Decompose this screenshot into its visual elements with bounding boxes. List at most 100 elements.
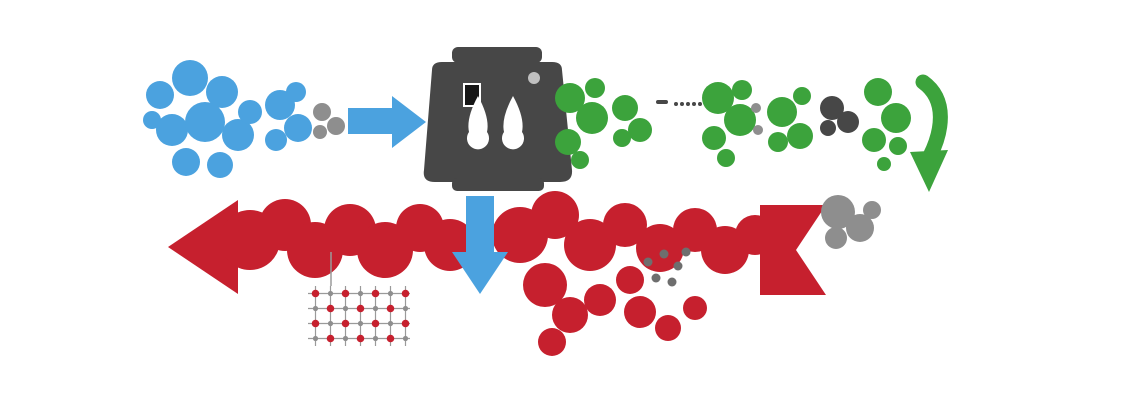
residue-blob-gray (821, 195, 881, 249)
atom (156, 114, 188, 146)
atom (624, 296, 656, 328)
atom (820, 96, 844, 120)
atom (767, 97, 797, 127)
atom (207, 152, 233, 178)
atom (863, 201, 881, 219)
atom (146, 81, 174, 109)
atom (555, 129, 581, 155)
recycle-arrow-tail (760, 205, 826, 295)
atom (820, 120, 836, 136)
atom (585, 78, 605, 98)
milling-drop-left (467, 96, 489, 150)
atom (552, 297, 588, 333)
atom (643, 257, 653, 267)
reactor-base (452, 178, 544, 191)
atom (753, 125, 763, 135)
dot-mark (692, 102, 696, 106)
atom (837, 111, 859, 133)
atom (787, 123, 813, 149)
recycle-arrow-head (168, 200, 238, 294)
atom (862, 128, 886, 152)
down-arrow-blue-head (452, 252, 508, 294)
down-arrow-blue-shaft (466, 196, 494, 258)
reactor-indicator (528, 72, 540, 84)
atom (616, 266, 644, 294)
atom (681, 247, 691, 257)
atom (683, 296, 707, 320)
atom (286, 82, 306, 102)
milling-drop-right (502, 96, 525, 150)
minus-mark (656, 100, 668, 104)
atom (793, 87, 811, 105)
atom (702, 126, 726, 150)
atom (222, 119, 254, 151)
atom (584, 284, 616, 316)
atom (889, 137, 907, 155)
reactor-body (423, 62, 573, 182)
atom (206, 76, 238, 108)
atom (655, 315, 681, 341)
atom (717, 149, 735, 167)
atom (768, 132, 788, 152)
linker-atoms-gray (751, 103, 763, 135)
atom (613, 129, 631, 147)
additive-molecule-gray (313, 103, 345, 139)
atom (651, 273, 661, 283)
atom (555, 83, 585, 113)
atom (628, 118, 652, 142)
atom (538, 328, 566, 356)
atom (313, 103, 331, 121)
product-molecule-green-c (702, 80, 756, 167)
reactant-molecule-blue-a (143, 60, 262, 178)
atom (238, 100, 262, 124)
atom (659, 249, 669, 259)
small-atoms-gray (643, 247, 691, 287)
product-molecule-green-e (862, 78, 911, 171)
crystal-lattice (308, 286, 410, 346)
dot-mark (698, 102, 702, 106)
atom (667, 277, 677, 287)
atom (732, 80, 752, 100)
atom (327, 117, 345, 135)
atom (821, 195, 855, 229)
atom (825, 227, 847, 249)
atom (702, 82, 734, 114)
byproduct-marks (656, 100, 702, 106)
red-cluster-lower (523, 263, 707, 356)
product-molecule-green-a (555, 78, 608, 169)
atom (864, 78, 892, 106)
reactor-cap (452, 47, 542, 63)
atom (881, 103, 911, 133)
atom (313, 125, 327, 139)
dot-mark (674, 102, 678, 106)
atom (673, 261, 683, 271)
down-arrow-green-head (910, 150, 948, 192)
atom (571, 151, 589, 169)
forward-arrow-blue (348, 96, 426, 148)
reactor-apparatus (423, 47, 573, 191)
dot-mark (686, 102, 690, 106)
atom (523, 263, 567, 307)
atom (603, 203, 647, 247)
atom (265, 90, 295, 120)
atom (576, 102, 608, 134)
atom (284, 114, 312, 142)
reactant-molecule-blue-b (265, 82, 312, 151)
atom (612, 95, 638, 121)
recycle-arrow-red (168, 191, 826, 295)
atom (877, 157, 891, 171)
down-arrow-blue (452, 196, 508, 294)
intermediate-molecule-gray (820, 96, 859, 136)
atom (846, 214, 874, 242)
atom (185, 102, 225, 142)
atom (143, 111, 161, 129)
product-molecule-green-d (767, 87, 813, 152)
atom (265, 129, 287, 151)
product-molecule-green-b (612, 95, 652, 147)
atom (172, 148, 200, 176)
dot-mark (680, 102, 684, 106)
atom (724, 104, 756, 136)
down-arrow-green-shaft (915, 74, 948, 164)
